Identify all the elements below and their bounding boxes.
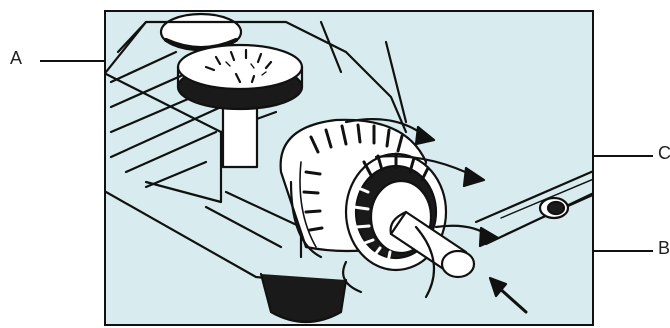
label-b: B [658, 239, 670, 257]
label-a: A [10, 49, 22, 67]
foot [261, 274, 346, 322]
label-c: C [658, 144, 670, 162]
push-arrow [490, 278, 526, 312]
lever-arm [476, 170, 594, 244]
micrometer-illustration [106, 12, 594, 326]
illustration-panel [104, 10, 594, 326]
